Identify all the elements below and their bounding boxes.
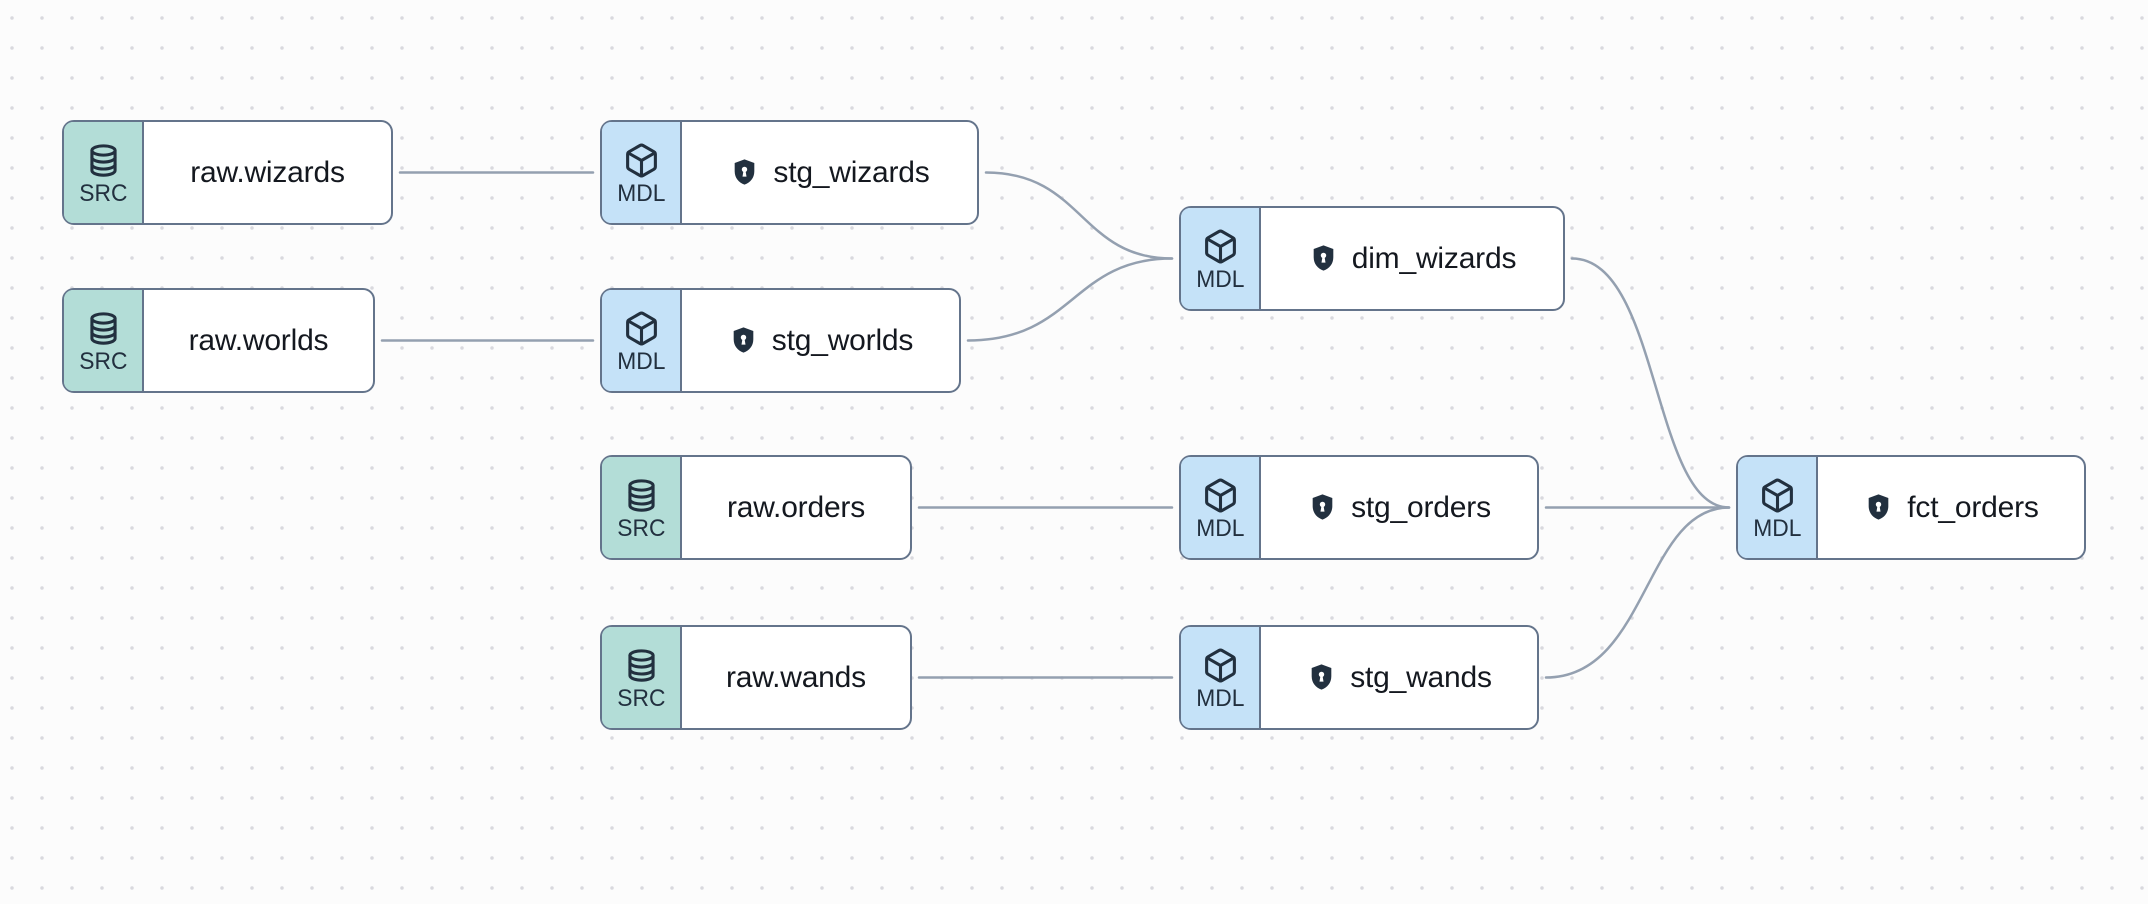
edge-stg-wizards-to-dim-wizards [984, 171, 1174, 260]
database-icon [627, 478, 655, 512]
node-raw-wizards[interactable]: SRC raw.wizards [62, 120, 393, 225]
node-title: stg_orders [1351, 490, 1491, 524]
source-type-badge: SRC [64, 290, 144, 391]
database-icon [89, 311, 117, 345]
node-body: stg_wizards [682, 122, 977, 223]
node-raw-wands[interactable]: SRC raw.wands [600, 625, 912, 730]
node-body: raw.wizards [144, 122, 391, 223]
node-dim-wizards[interactable]: MDL dim_wizards [1179, 206, 1565, 311]
node-raw-worlds[interactable]: SRC raw.worlds [62, 288, 375, 393]
node-body: dim_wizards [1261, 208, 1563, 309]
node-type-label: SRC [78, 179, 128, 207]
model-type-badge: MDL [1181, 627, 1261, 728]
node-stg-worlds[interactable]: MDL stg_worlds [600, 288, 961, 393]
node-type-label: MDL [1195, 514, 1245, 542]
edge-stg-worlds-to-dim-wizards [966, 257, 1174, 342]
cube-icon [1761, 478, 1793, 512]
cube-icon [625, 311, 657, 345]
database-icon [89, 143, 117, 177]
shield-lock-icon [1868, 494, 1889, 520]
cube-icon [1204, 648, 1236, 682]
node-stg-wands[interactable]: MDL stg_wands [1179, 625, 1539, 730]
model-type-badge: MDL [602, 290, 682, 391]
model-type-badge: MDL [1181, 208, 1261, 309]
node-title: stg_wizards [773, 155, 930, 189]
shield-lock-icon [1311, 664, 1332, 690]
cube-icon [1204, 478, 1236, 512]
node-title: fct_orders [1907, 490, 2039, 524]
node-title: stg_wands [1350, 660, 1492, 694]
model-type-badge: MDL [602, 122, 682, 223]
node-body: stg_worlds [682, 290, 959, 391]
node-body: stg_wands [1261, 627, 1537, 728]
node-type-label: MDL [1195, 684, 1245, 712]
node-stg-orders[interactable]: MDL stg_orders [1179, 455, 1539, 560]
node-body: raw.orders [682, 457, 910, 558]
node-title: raw.orders [726, 490, 866, 524]
source-type-badge: SRC [64, 122, 144, 223]
cube-icon [625, 143, 657, 177]
edge-stg-wands-to-fct-orders [1544, 506, 1731, 679]
node-type-label: MDL [1195, 265, 1245, 293]
model-type-badge: MDL [1738, 457, 1818, 558]
shield-lock-icon [1313, 245, 1334, 271]
node-body: raw.worlds [144, 290, 373, 391]
node-title: raw.wands [726, 660, 866, 694]
node-type-label: SRC [616, 514, 666, 542]
shield-lock-icon [733, 327, 754, 353]
node-raw-orders[interactable]: SRC raw.orders [600, 455, 912, 560]
node-title: stg_worlds [771, 323, 914, 357]
node-title: raw.worlds [188, 323, 329, 357]
node-type-label: MDL [616, 347, 666, 375]
shield-lock-icon [735, 159, 755, 185]
node-body: raw.wands [682, 627, 910, 728]
cube-icon [1204, 229, 1236, 263]
node-title: dim_wizards [1351, 241, 1517, 275]
node-type-label: SRC [616, 684, 666, 712]
node-type-label: MDL [1752, 514, 1802, 542]
database-icon [627, 648, 655, 682]
node-type-label: MDL [616, 179, 666, 207]
node-type-label: SRC [78, 347, 128, 375]
shield-lock-icon [1312, 494, 1333, 520]
node-fct-orders[interactable]: MDL fct_orders [1736, 455, 2086, 560]
edge-dim-wizards-to-fct-orders [1570, 257, 1731, 509]
node-stg-wizards[interactable]: MDL stg_wizards [600, 120, 979, 225]
node-body: stg_orders [1261, 457, 1537, 558]
model-type-badge: MDL [1181, 457, 1261, 558]
source-type-badge: SRC [602, 457, 682, 558]
node-body: fct_orders [1818, 457, 2084, 558]
source-type-badge: SRC [602, 627, 682, 728]
node-title: raw.wizards [190, 155, 345, 189]
